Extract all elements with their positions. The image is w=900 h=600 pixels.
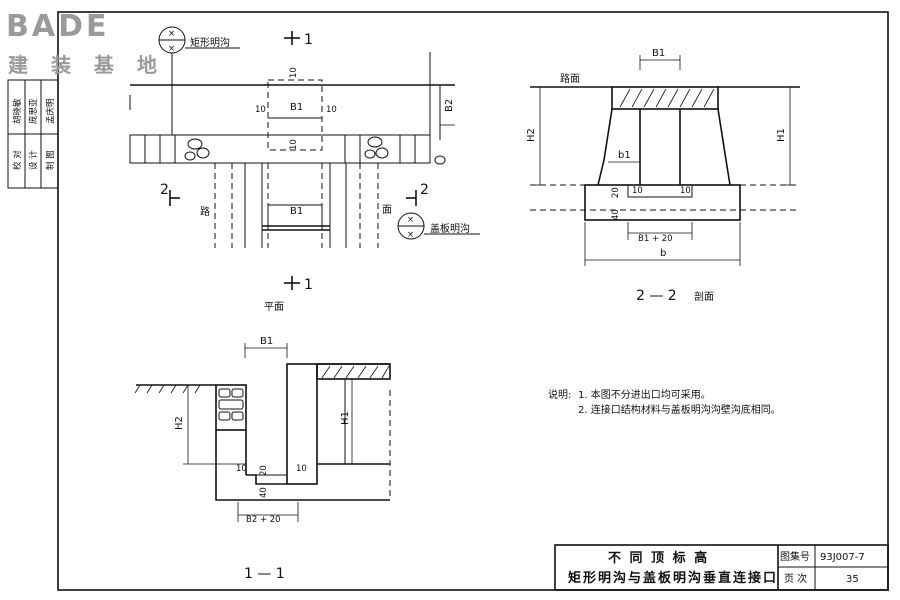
s11-stone-wall bbox=[215, 384, 247, 431]
section-2-2: 路面 B1 bbox=[526, 48, 800, 304]
svg-text:×: × bbox=[168, 44, 175, 54]
title-line-2: 矩形明沟与盖板明沟垂直连接口 bbox=[567, 570, 778, 586]
section-mark-left: 2 bbox=[160, 182, 169, 198]
s22-dim-b: b bbox=[660, 248, 666, 259]
s11-dim-h1: H1 bbox=[340, 411, 351, 425]
notes: 说明: 1. 本图不分进出口均可采用。 2. 连接口结构材料与盖板明沟沟壁沟底相… bbox=[548, 388, 781, 416]
plan-road-right: 面 bbox=[382, 205, 392, 216]
s22-dim-20: 20 bbox=[611, 187, 621, 198]
watermark-logo: BADE 建 装 基 地 bbox=[6, 9, 165, 77]
section-mark-bottom: 1 bbox=[304, 277, 313, 293]
page-label: 页 次 bbox=[784, 572, 807, 585]
side-panel: 校 对 设 计 制 图 胡晓敏 庞思亚 孟庆明 bbox=[7, 79, 59, 189]
section-mark-right: 2 bbox=[420, 182, 429, 198]
svg-text:×: × bbox=[407, 215, 414, 225]
section-1-1: B1 bbox=[134, 336, 391, 582]
side-name-2: 庞思亚 bbox=[28, 98, 39, 124]
plan-road-left: 路 bbox=[200, 205, 210, 218]
title-line-1: 不 同 顶 标 高 bbox=[608, 550, 709, 566]
plan-dim-10-left: 10 bbox=[255, 105, 266, 115]
svg-text:×: × bbox=[407, 230, 414, 240]
s11-dim-10-right: 10 bbox=[296, 464, 307, 474]
s22-road-label: 路面 bbox=[560, 72, 580, 85]
s11-dim-20: 20 bbox=[259, 465, 269, 476]
side-role-3: 制 图 bbox=[45, 150, 56, 170]
s11-dim-b1: B1 bbox=[260, 336, 273, 347]
s22-dim-40: 40 bbox=[611, 209, 621, 220]
notes-line-1: 1. 本图不分进出口均可采用。 bbox=[578, 388, 711, 401]
s22-dim-h2: H2 bbox=[526, 128, 537, 142]
s22-dim-b1-small: b1 bbox=[618, 150, 631, 161]
plan-view: × × 矩形明沟 1 10 10 10 B1 10 B2 bbox=[129, 26, 480, 313]
side-role-2: 设 计 bbox=[28, 150, 39, 170]
s22-base bbox=[584, 184, 741, 221]
plan-dim-10-bottom: 10 bbox=[289, 139, 299, 150]
s22-dim-b1-20: B1 + 20 bbox=[638, 234, 673, 244]
plan-dim-b2: B2 bbox=[444, 99, 455, 112]
s22-dim-10-left: 10 bbox=[632, 186, 643, 196]
atlas-label: 图集号 bbox=[780, 550, 810, 563]
s22-dim-h1: H1 bbox=[776, 128, 787, 142]
s22-dim-10-right: 10 bbox=[680, 186, 691, 196]
s22-caption-num: 2 — 2 bbox=[636, 288, 677, 304]
s22-cover-slab bbox=[611, 86, 719, 110]
title-block: 不 同 顶 标 高 矩形明沟与盖板明沟垂直连接口 图集号 93J007-7 页 … bbox=[554, 544, 889, 591]
s22-caption-txt: 剖面 bbox=[694, 290, 714, 303]
plan-dim-b1-bottom: B1 bbox=[290, 206, 303, 217]
s11-caption: 1 — 1 bbox=[244, 566, 285, 582]
atlas-value: 93J007-7 bbox=[820, 552, 865, 563]
plan-dim-10-right: 10 bbox=[326, 105, 337, 115]
plan-dim-b1-top: B1 bbox=[290, 102, 303, 113]
s11-cover-slab bbox=[316, 363, 391, 380]
s11-dim-h2: H2 bbox=[174, 416, 185, 430]
notes-line-2: 2. 连接口结构材料与盖板明沟沟壁沟底相同。 bbox=[578, 403, 781, 416]
side-name-3: 孟庆明 bbox=[45, 98, 56, 124]
s11-dim-10-left: 10 bbox=[236, 464, 247, 474]
svg-text:×: × bbox=[168, 29, 175, 39]
s11-dim-b2-20: B2 + 20 bbox=[246, 515, 281, 525]
side-role-1: 校 对 bbox=[12, 150, 23, 170]
side-name-1: 胡晓敏 bbox=[12, 98, 23, 124]
callout-top-label: 矩形明沟 bbox=[190, 36, 230, 49]
sheet-border bbox=[57, 11, 889, 591]
plan-caption: 平面 bbox=[264, 302, 284, 313]
notes-head: 说明: bbox=[548, 388, 571, 401]
watermark-brand: BADE bbox=[6, 9, 109, 44]
watermark-brand-cn: 建 装 基 地 bbox=[8, 53, 165, 77]
s22-dim-b1: B1 bbox=[652, 48, 665, 59]
section-mark-top: 1 bbox=[304, 32, 313, 48]
plan-dim-10-top: 10 bbox=[289, 67, 299, 78]
s11-dim-40: 40 bbox=[259, 487, 269, 498]
callout-bottom-label: 盖板明沟 bbox=[430, 222, 470, 235]
page-value: 35 bbox=[846, 574, 859, 585]
